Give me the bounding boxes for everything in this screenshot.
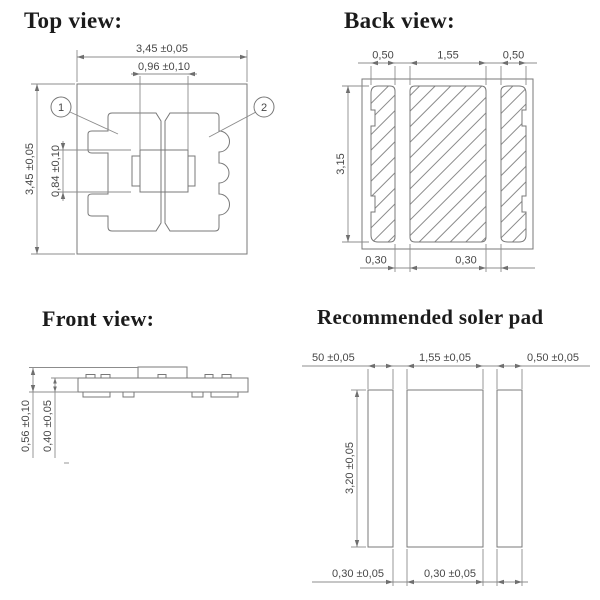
front-view-top-tabs <box>85 374 232 378</box>
back-view-title: Back view: <box>344 8 455 33</box>
solder-pad-bottom-dim-lines <box>312 549 528 586</box>
solder-pad-height-dim-lines <box>351 389 366 548</box>
back-view-dim-center-pad-label: 1,55 <box>437 50 458 62</box>
top-view-die <box>139 149 189 193</box>
back-view-dim-gap-right-label: 0,30 <box>455 255 476 267</box>
top-view-dim-width-lines <box>76 50 248 82</box>
back-view-height-dim-lines <box>342 85 369 243</box>
front-view-body-height-dim-lines <box>51 377 78 458</box>
top-view-dim-height-lines <box>31 83 75 255</box>
top-view-dim-die-height-lines <box>57 141 131 201</box>
top-view-right-electrode <box>164 112 230 232</box>
solder-pad-dim-gap-left-label: 0,30 ±0,05 <box>332 568 384 580</box>
back-view-left-pad <box>370 85 396 243</box>
solder-pad-left <box>367 389 394 548</box>
back-view-dim-height-label: 3,15 <box>335 153 347 174</box>
front-view: 0,56 ±0,10 0,40 ±0,05 <box>20 366 249 464</box>
front-view-title: Front view: <box>42 306 155 331</box>
top-view-dim-inner-width-lines <box>131 71 197 150</box>
solder-pad-dim-height-label: 3,20 ±0,05 <box>344 442 356 494</box>
top-view-dim-inner-width-label: 0,96 ±0,10 <box>138 61 190 73</box>
back-view-package-outline <box>361 78 534 250</box>
solder-pad-top-dim-lines <box>302 363 590 389</box>
solder-pad-view: 50 ±0,05 1,55 ±0,05 0,50 ±0,05 3,20 ±0,0… <box>302 352 590 586</box>
solder-pad-view-title: Recommended soler pad <box>317 305 544 329</box>
front-view-dim-total-height-label: 0,56 ±0,10 <box>20 400 32 452</box>
top-view-package-outline <box>76 83 248 255</box>
top-view-dim-width-label: 3,45 ±0,05 <box>136 43 188 55</box>
solder-pad-center <box>406 389 484 548</box>
front-view-dim-body-height-label: 0,40 ±0,05 <box>42 400 54 452</box>
back-view-top-dim-lines <box>358 60 537 85</box>
front-view-total-height-dim-lines <box>29 367 138 458</box>
balloon-1: 1 <box>50 96 119 135</box>
back-view-dim-right-pad-label: 0,50 <box>503 50 524 62</box>
solder-pad-dim-left-pad-label: 50 ±0,05 <box>312 352 355 364</box>
back-view: 0,50 1,55 0,50 3,15 <box>335 50 537 272</box>
front-view-lens <box>137 366 188 379</box>
balloon-1-label: 1 <box>58 102 64 114</box>
back-view-dim-gap-left-label: 0,30 <box>365 255 386 267</box>
solder-pad-dim-center-pad-label: 1,55 ±0,05 <box>419 352 471 364</box>
top-view-dim-die-height-label: 0,84 ±0,10 <box>50 145 62 197</box>
front-view-bottom-pads <box>82 392 239 398</box>
front-view-body <box>77 377 249 393</box>
top-view-left-electrode <box>87 112 162 232</box>
top-view-title: Top view: <box>24 8 123 33</box>
balloon-2: 2 <box>208 96 275 138</box>
solder-pad-dim-right-pad-label: 0,50 ±0,05 <box>527 352 579 364</box>
back-view-right-pad <box>500 85 527 243</box>
balloon-2-label: 2 <box>261 102 267 114</box>
back-view-bottom-dim-lines <box>360 244 535 272</box>
back-view-dim-left-pad-label: 0,50 <box>372 50 393 62</box>
solder-pad-dim-gap-right-label: 0,30 ±0,05 <box>424 568 476 580</box>
top-view-dim-height-label: 3,45 ±0,05 <box>24 143 36 195</box>
top-view: 3,45 ±0,05 0,96 ±0,10 3,45 ±0,05 <box>24 43 275 255</box>
solder-pad-right <box>496 389 523 548</box>
back-view-center-pad <box>409 85 487 243</box>
top-view-die-left-tab <box>131 155 141 187</box>
top-view-die-right-tab <box>187 155 196 187</box>
